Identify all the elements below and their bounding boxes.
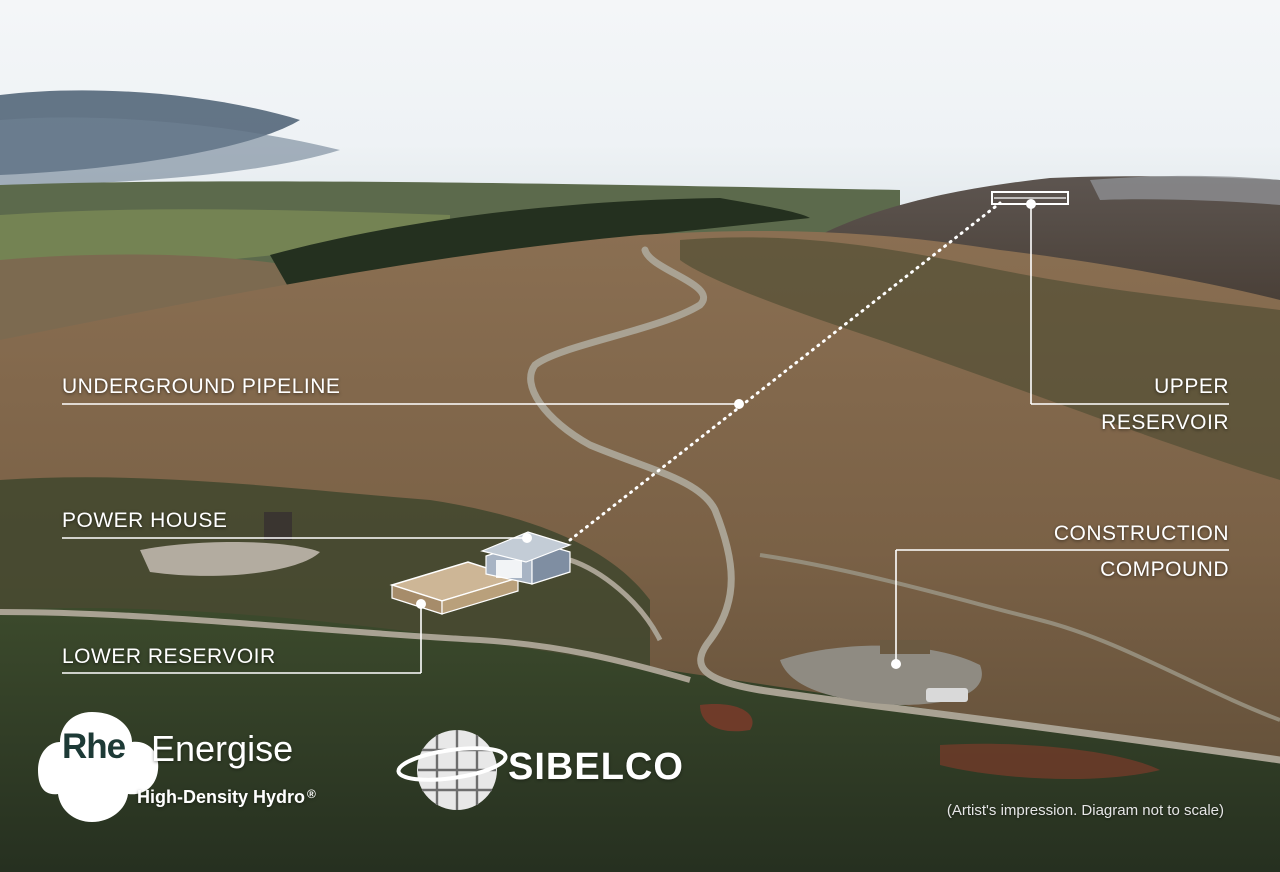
- energise-logo-text: Energise: [151, 728, 294, 769]
- label-power-house: POWER HOUSE: [62, 509, 228, 532]
- label-upper-reservoir-line1: UPPER: [1154, 375, 1229, 398]
- upper-reservoir-marker: [1026, 199, 1036, 209]
- underground-pipeline-route: [568, 201, 1002, 542]
- cloud-shadow: [0, 117, 340, 185]
- registered-mark: ®: [307, 787, 316, 801]
- power-house-door: [496, 560, 522, 578]
- label-underground-pipeline: UNDERGROUND PIPELINE: [62, 375, 341, 398]
- pipeline-marker: [734, 399, 744, 409]
- spoil-heap: [820, 176, 1280, 300]
- rhe-logo-text: Rhe: [62, 727, 126, 766]
- lower-reservoir-marker: [416, 599, 426, 609]
- sibelco-logo-text: SIBELCO: [508, 746, 684, 788]
- heather-slope: [680, 237, 1280, 480]
- foreground-gorse: [0, 608, 1280, 872]
- sibelco-globe-icon: [396, 730, 508, 810]
- right-track: [759, 553, 1280, 722]
- disclaimer-note: (Artist's impression. Diagram not to sca…: [946, 802, 1224, 819]
- van: [926, 688, 968, 702]
- power-house-marker: [522, 533, 532, 543]
- label-construction-compound-line2: COMPOUND: [1100, 558, 1229, 581]
- label-construction-compound-line1: CONSTRUCTION: [1053, 522, 1229, 545]
- compound-marker: [891, 659, 901, 669]
- label-upper-reservoir-line2: RESERVOIR: [1101, 411, 1229, 434]
- access-track: [527, 246, 1280, 764]
- label-lower-reservoir: LOWER RESERVOIR: [62, 645, 276, 668]
- rhe-logo-shape: [38, 712, 159, 822]
- branch-track: [569, 557, 663, 642]
- old-quarry-clearing: [140, 541, 320, 576]
- bracken-patch-right: [940, 743, 1160, 780]
- existing-building: [264, 512, 292, 540]
- tagline: High-Density Hydro®: [137, 787, 316, 808]
- lower-reservoir-side: [441, 577, 519, 615]
- timber-stack: [880, 640, 930, 654]
- spoil-heap-top: [1090, 175, 1280, 205]
- tagline-text: High-Density Hydro: [137, 787, 306, 807]
- lower-track: [0, 609, 691, 683]
- bracken-patch: [700, 704, 753, 732]
